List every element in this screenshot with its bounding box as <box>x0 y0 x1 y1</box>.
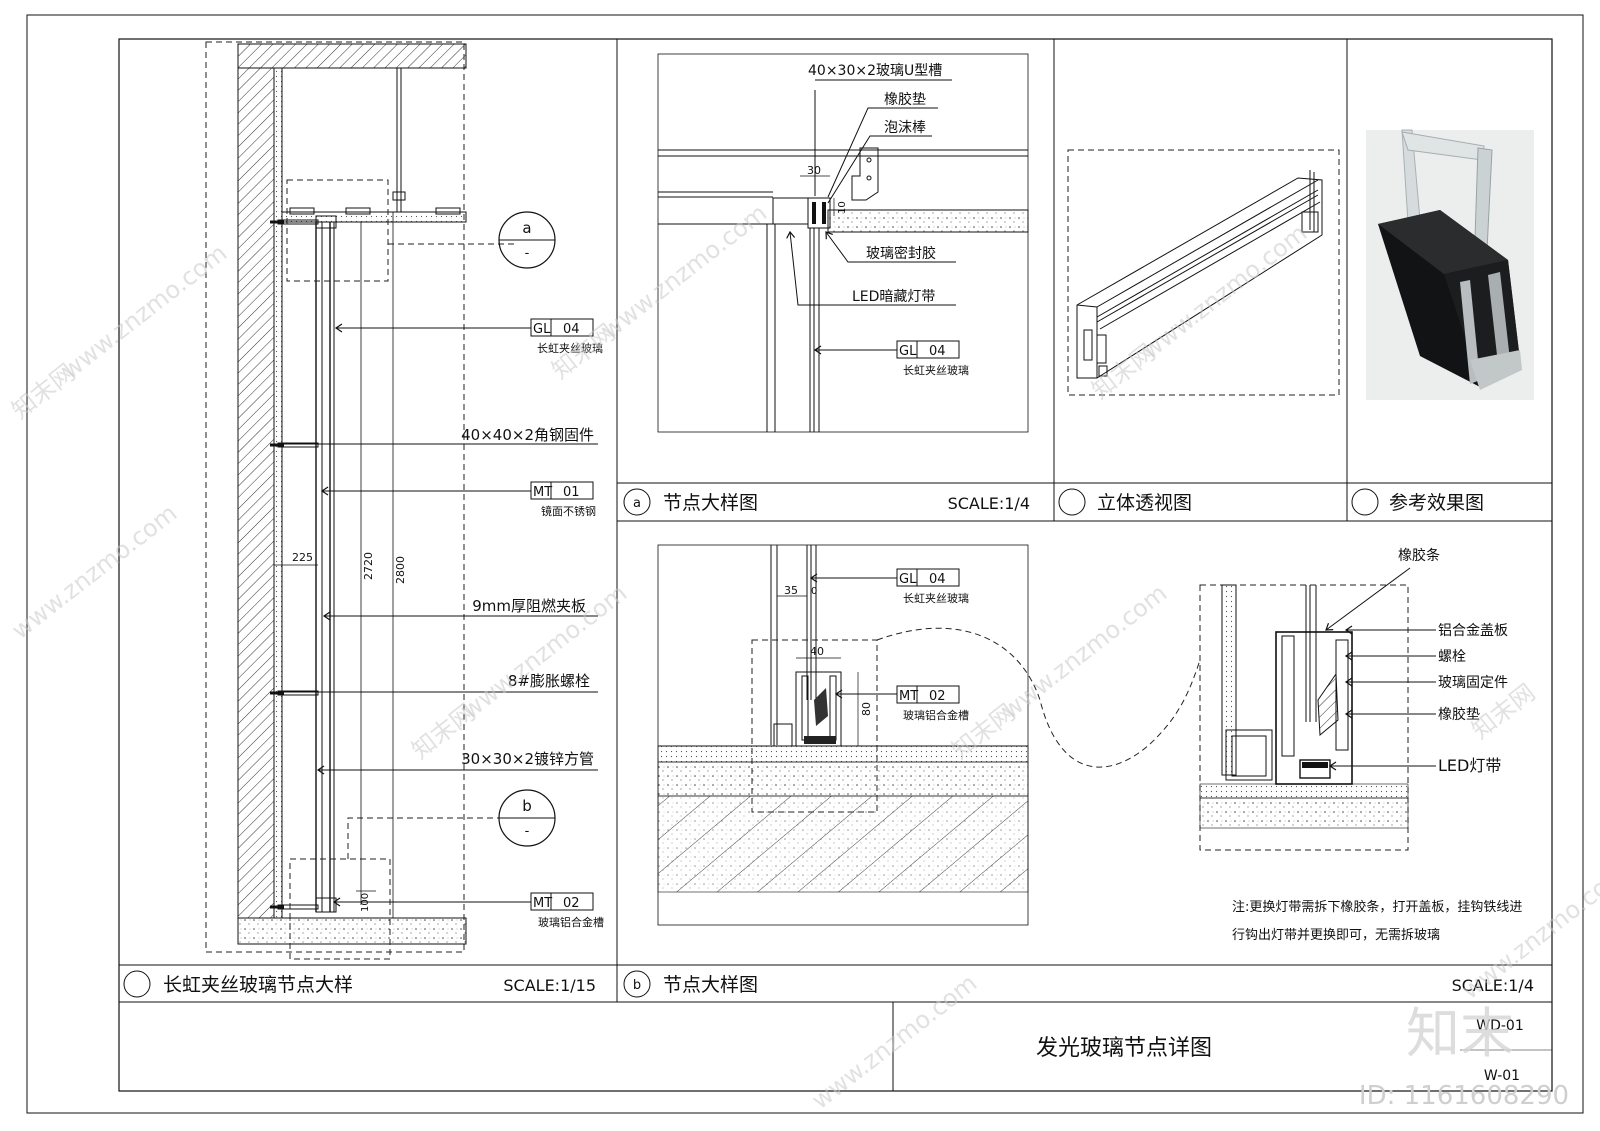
a-led-hidden: LED暗藏灯带 <box>852 289 935 305</box>
b-dim-0: 0 <box>811 586 817 597</box>
ref-panel-title: 参考效果图 <box>1389 492 1484 514</box>
watermark-text: www.znzmo.com <box>1136 219 1312 365</box>
a-gl-code-a: GL <box>899 344 917 359</box>
perspective-drawing <box>1067 149 1340 396</box>
detail-bolt-label: 螺栓 <box>1438 649 1466 665</box>
b-dim-35: 35 <box>784 584 798 597</box>
rubber-strip-label: 橡胶条 <box>1398 547 1440 564</box>
watermark-text: www.znzmo.com <box>996 579 1172 725</box>
a-panel-title: 节点大样图 <box>663 492 758 514</box>
watermark-text: www.znzmo.com <box>6 499 182 645</box>
a-gl-code-b: 04 <box>929 344 946 359</box>
watermark-id: ID: 1161608290 <box>1359 1081 1569 1111</box>
gl04-name: 长虹夹丝玻璃 <box>537 341 603 355</box>
b-mt-code-b: 02 <box>929 689 946 704</box>
note-line-2: 行钩出灯带并更换即可，无需拆玻璃 <box>1232 928 1440 943</box>
title-marker <box>623 970 651 998</box>
b-dim-40: 40 <box>810 645 824 658</box>
gl04-code-b: 04 <box>563 322 580 337</box>
led-strip-label: LED灯带 <box>1438 756 1501 775</box>
dim-2720: 2720 <box>362 552 375 580</box>
a-dim-30: 30 <box>807 164 821 177</box>
dim-2800: 2800 <box>394 556 407 584</box>
title-marker <box>1351 488 1379 516</box>
title-marker <box>623 488 651 516</box>
main-section-drawing <box>205 41 516 960</box>
b-mt-name: 玻璃铝合金槽 <box>903 708 969 722</box>
main-panel-title: 长虹夹丝玻璃节点大样 <box>163 974 353 996</box>
a-marker: a <box>633 496 641 511</box>
a-u-channel: 40×30×2玻璃U型槽 <box>808 62 942 79</box>
drawing-no-bottom: W-01 <box>1484 1068 1520 1084</box>
al-cover-label: 铝合金盖板 <box>1438 623 1508 639</box>
persp-panel-title: 立体透视图 <box>1097 492 1192 514</box>
mt01-code-a: MT <box>533 485 552 500</box>
mt02-code-b: 02 <box>563 896 580 911</box>
b-gl-code-b: 04 <box>929 572 946 587</box>
main-panel-scale: SCALE:1/15 <box>503 976 596 995</box>
enlarged-detail-drawing <box>1199 567 1436 851</box>
a-foam-rod: 泡沫棒 <box>884 120 926 136</box>
main-leaders <box>270 323 598 907</box>
dim-225: 225 <box>292 551 313 564</box>
title-marker <box>123 970 151 998</box>
inner-border <box>118 38 1553 1092</box>
drawing-title: 发光玻璃节点详图 <box>1036 1036 1212 1061</box>
title-marker <box>1058 488 1086 516</box>
a-gl-name: 长虹夹丝玻璃 <box>903 363 969 377</box>
a-sealant: 玻璃密封胶 <box>866 245 936 262</box>
detail-a-drawing <box>657 53 1029 433</box>
callout-a-sub: - <box>525 246 530 261</box>
reference-photo <box>1366 129 1534 400</box>
detail-b-drawing <box>657 544 1201 926</box>
a-panel-scale: SCALE:1/4 <box>948 494 1030 513</box>
tube-label: 30×30×2镀锌方管 <box>461 750 594 768</box>
note-line-1: 注:更换灯带需拆下橡胶条，打开盖板，挂钩铁线进 <box>1232 899 1522 915</box>
mt01-code-b: 01 <box>563 485 580 500</box>
detail-rubber-pad-label: 橡胶垫 <box>1438 706 1480 723</box>
watermark-text: www.znzmo.com <box>596 199 772 345</box>
gl04-code-a: GL <box>533 322 551 337</box>
code-boxes <box>530 318 960 911</box>
b-gl-name: 长虹夹丝玻璃 <box>903 591 969 605</box>
b-panel-title: 节点大样图 <box>663 974 758 996</box>
angle-steel-label: 40×40×2角钢固件 <box>461 426 594 444</box>
dim-100: 100 <box>360 893 371 912</box>
callout-b-sub: - <box>525 824 530 839</box>
outer-border <box>26 14 1584 1114</box>
b-gl-code-a: GL <box>899 572 917 587</box>
b-marker: b <box>633 978 641 993</box>
watermark-logo: 知末 <box>1406 1002 1514 1065</box>
b-panel-scale: SCALE:1/4 <box>1452 976 1534 995</box>
b-dim-80: 80 <box>860 702 873 716</box>
a-dim-10: 10 <box>837 201 848 214</box>
drawing-no-top: WD-01 <box>1476 1018 1524 1034</box>
glass-fix-label: 玻璃固定件 <box>1438 674 1508 691</box>
a-rubber-pad: 橡胶垫 <box>884 91 926 108</box>
watermark-text: www.znzmo.com <box>806 969 982 1115</box>
mt02-name: 玻璃铝合金槽 <box>538 915 604 929</box>
board-label: 9mm厚阻燃夹板 <box>472 597 586 615</box>
bolt-label: 8#膨胀螺栓 <box>508 672 590 690</box>
b-mt-code-a: MT <box>899 689 918 704</box>
callout-b-label: b <box>522 797 532 815</box>
mt02-code-a: MT <box>533 896 552 911</box>
callout-a-label: a <box>522 219 531 237</box>
mt01-name: 镜面不锈钢 <box>541 504 596 518</box>
